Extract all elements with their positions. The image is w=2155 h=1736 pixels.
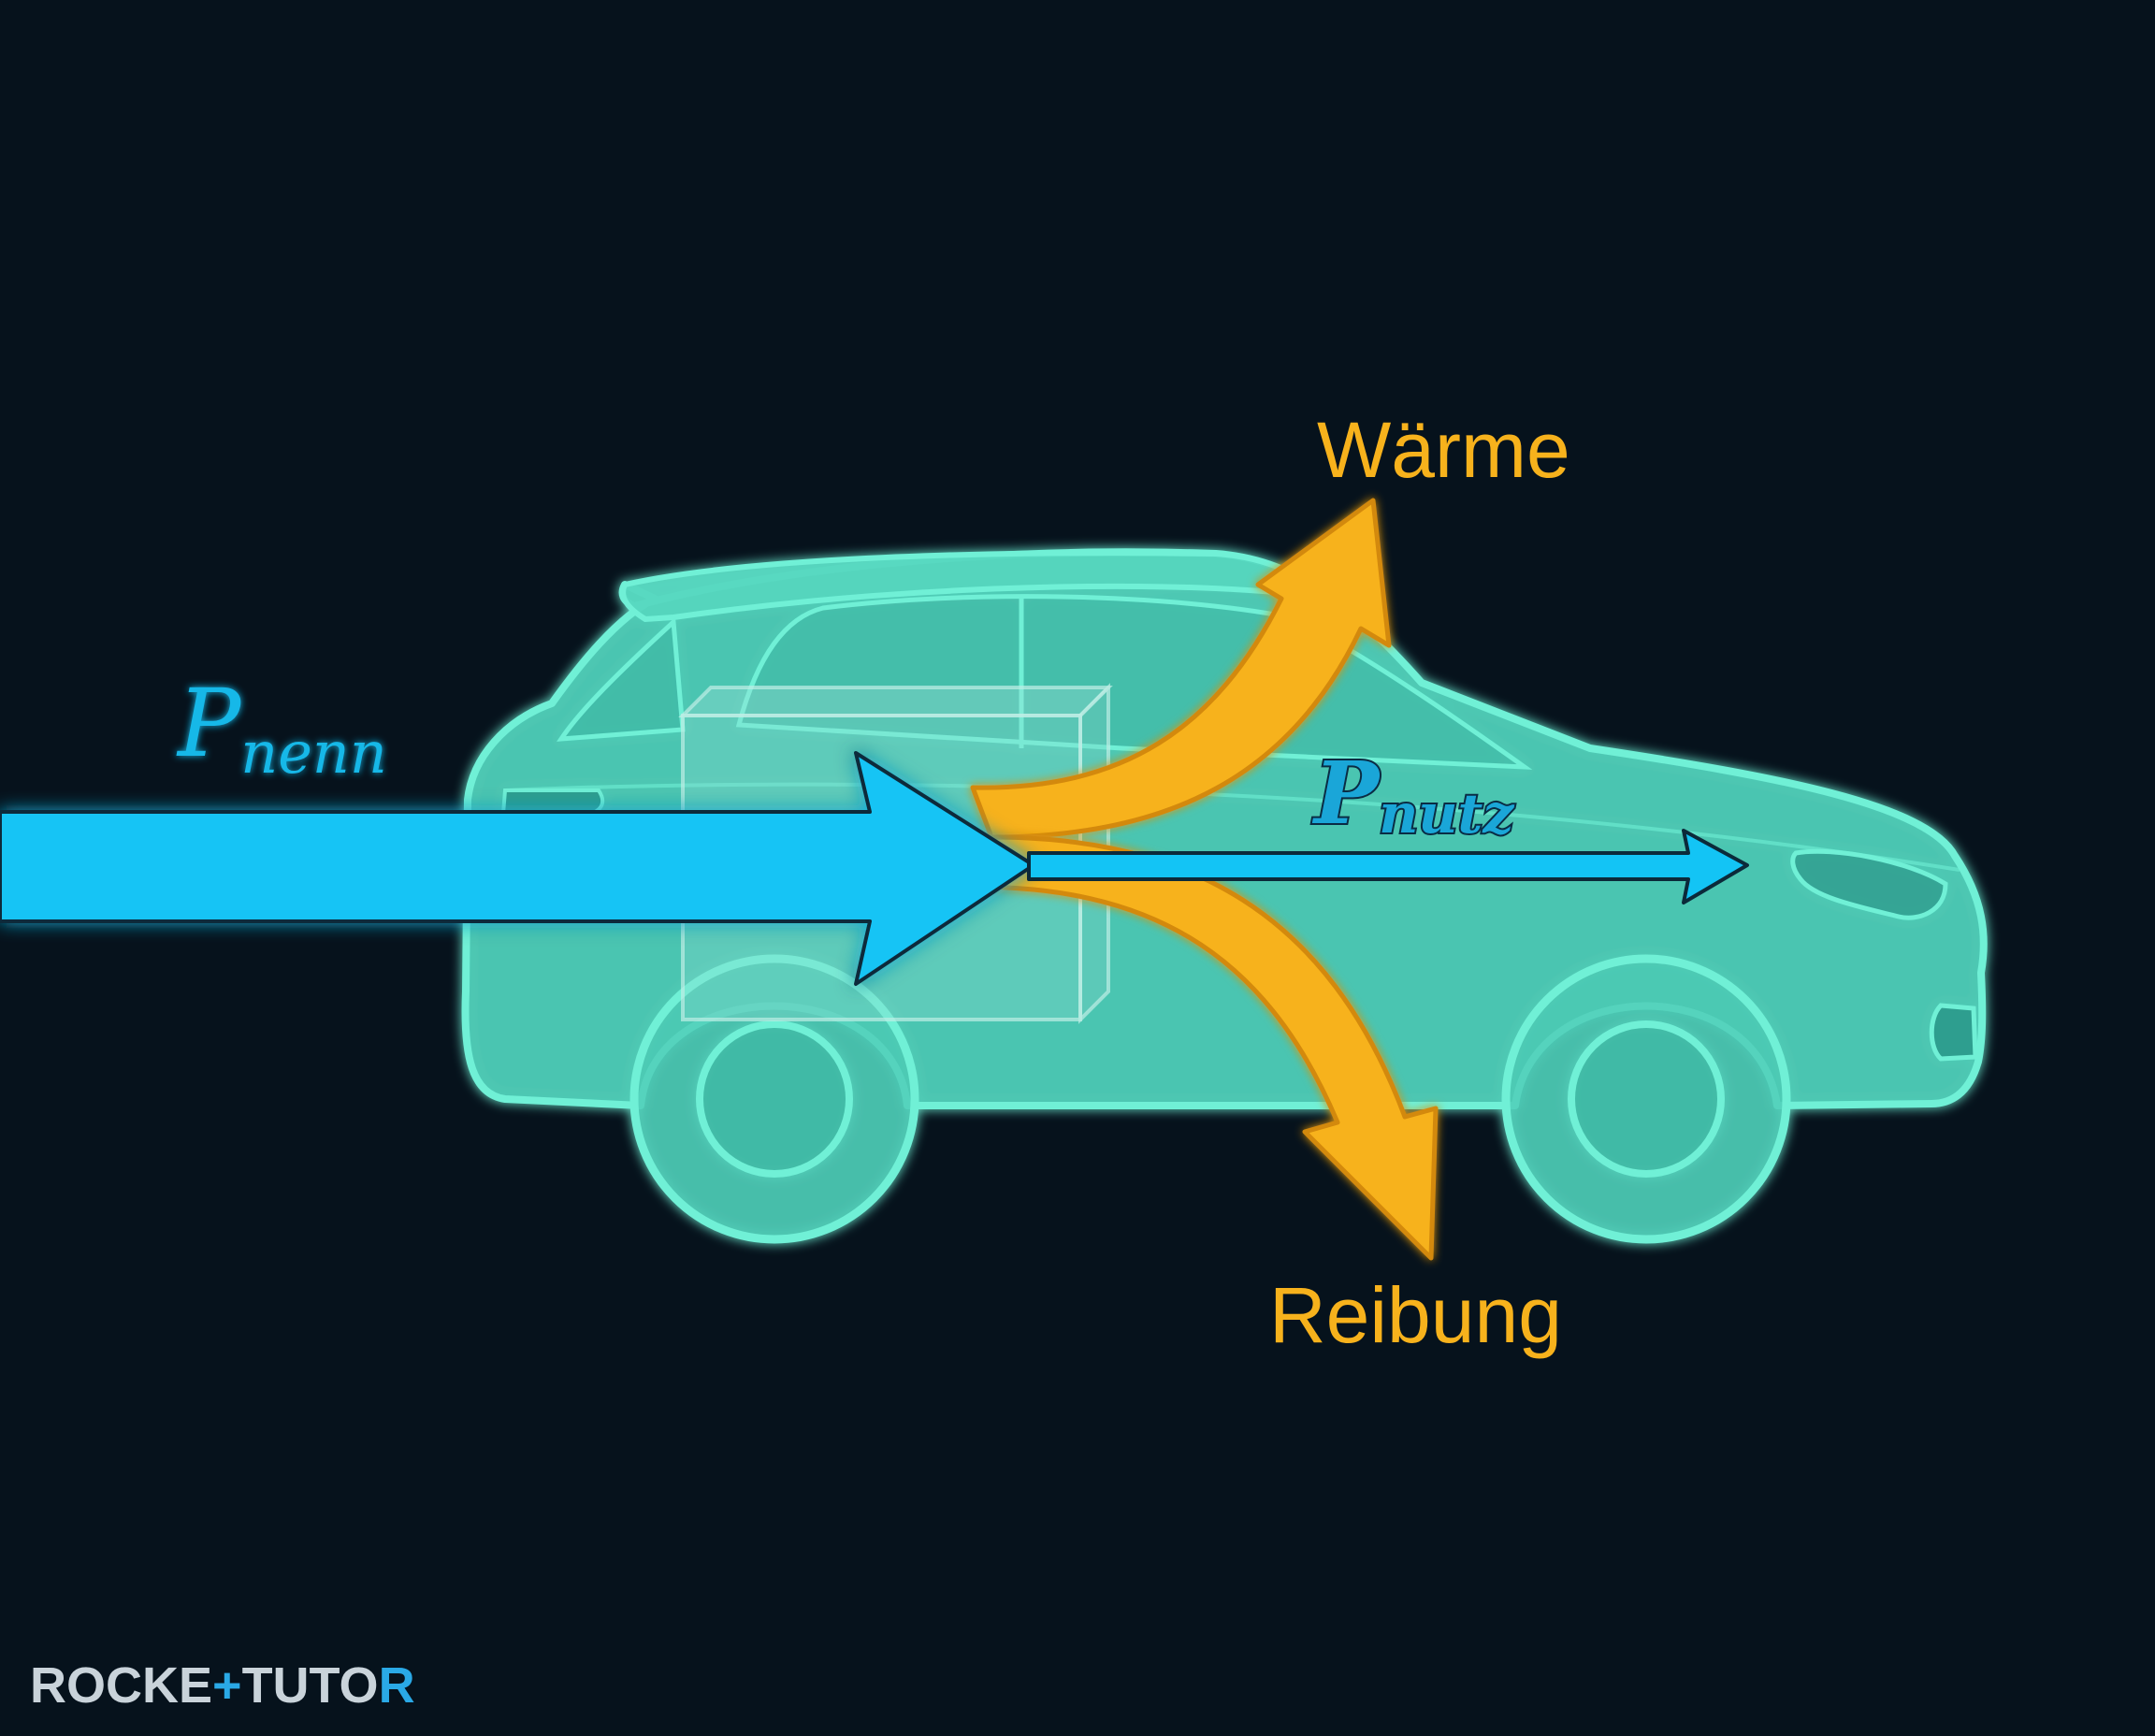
svg-text:Pnutz: Pnutz <box>1311 743 1514 846</box>
car-rear-window <box>557 616 686 742</box>
input-power-subscript: nenn <box>240 718 386 787</box>
input-power-symbol: P <box>176 669 242 778</box>
car-headlight <box>1790 848 1948 920</box>
logo-plus: + <box>212 1657 242 1714</box>
logo-text-tuto: TUTO <box>242 1657 379 1714</box>
useful-power-subscript: nutz <box>1379 782 1514 846</box>
heat-loss-label: Wärme <box>1317 406 1570 494</box>
useful-power-label: Pnutz <box>1309 741 1516 847</box>
input-power-label: Pnenn <box>176 669 387 787</box>
svg-text:Pnenn: Pnenn <box>176 669 387 787</box>
logo-text-rocke: ROCKE <box>30 1657 212 1714</box>
friction-loss-label: Reibung <box>1269 1271 1562 1359</box>
heat-loss-arrow <box>970 498 1392 840</box>
rocket-tutor-logo: ROCKE+TUTOR <box>30 1657 415 1714</box>
useful-power-arrow <box>1027 829 1749 904</box>
rear-wheel-rim <box>696 1020 853 1178</box>
car-silhouette <box>461 548 1988 1244</box>
input-power-arrow <box>0 751 1035 986</box>
front-wheel-rim <box>1568 1020 1725 1178</box>
logo-text-r: R <box>379 1657 415 1714</box>
car-front-grille <box>1929 1003 1978 1062</box>
svg-text:ROCKE+TUTOR: ROCKE+TUTOR <box>30 1657 415 1714</box>
useful-power-symbol: P <box>1311 743 1381 844</box>
